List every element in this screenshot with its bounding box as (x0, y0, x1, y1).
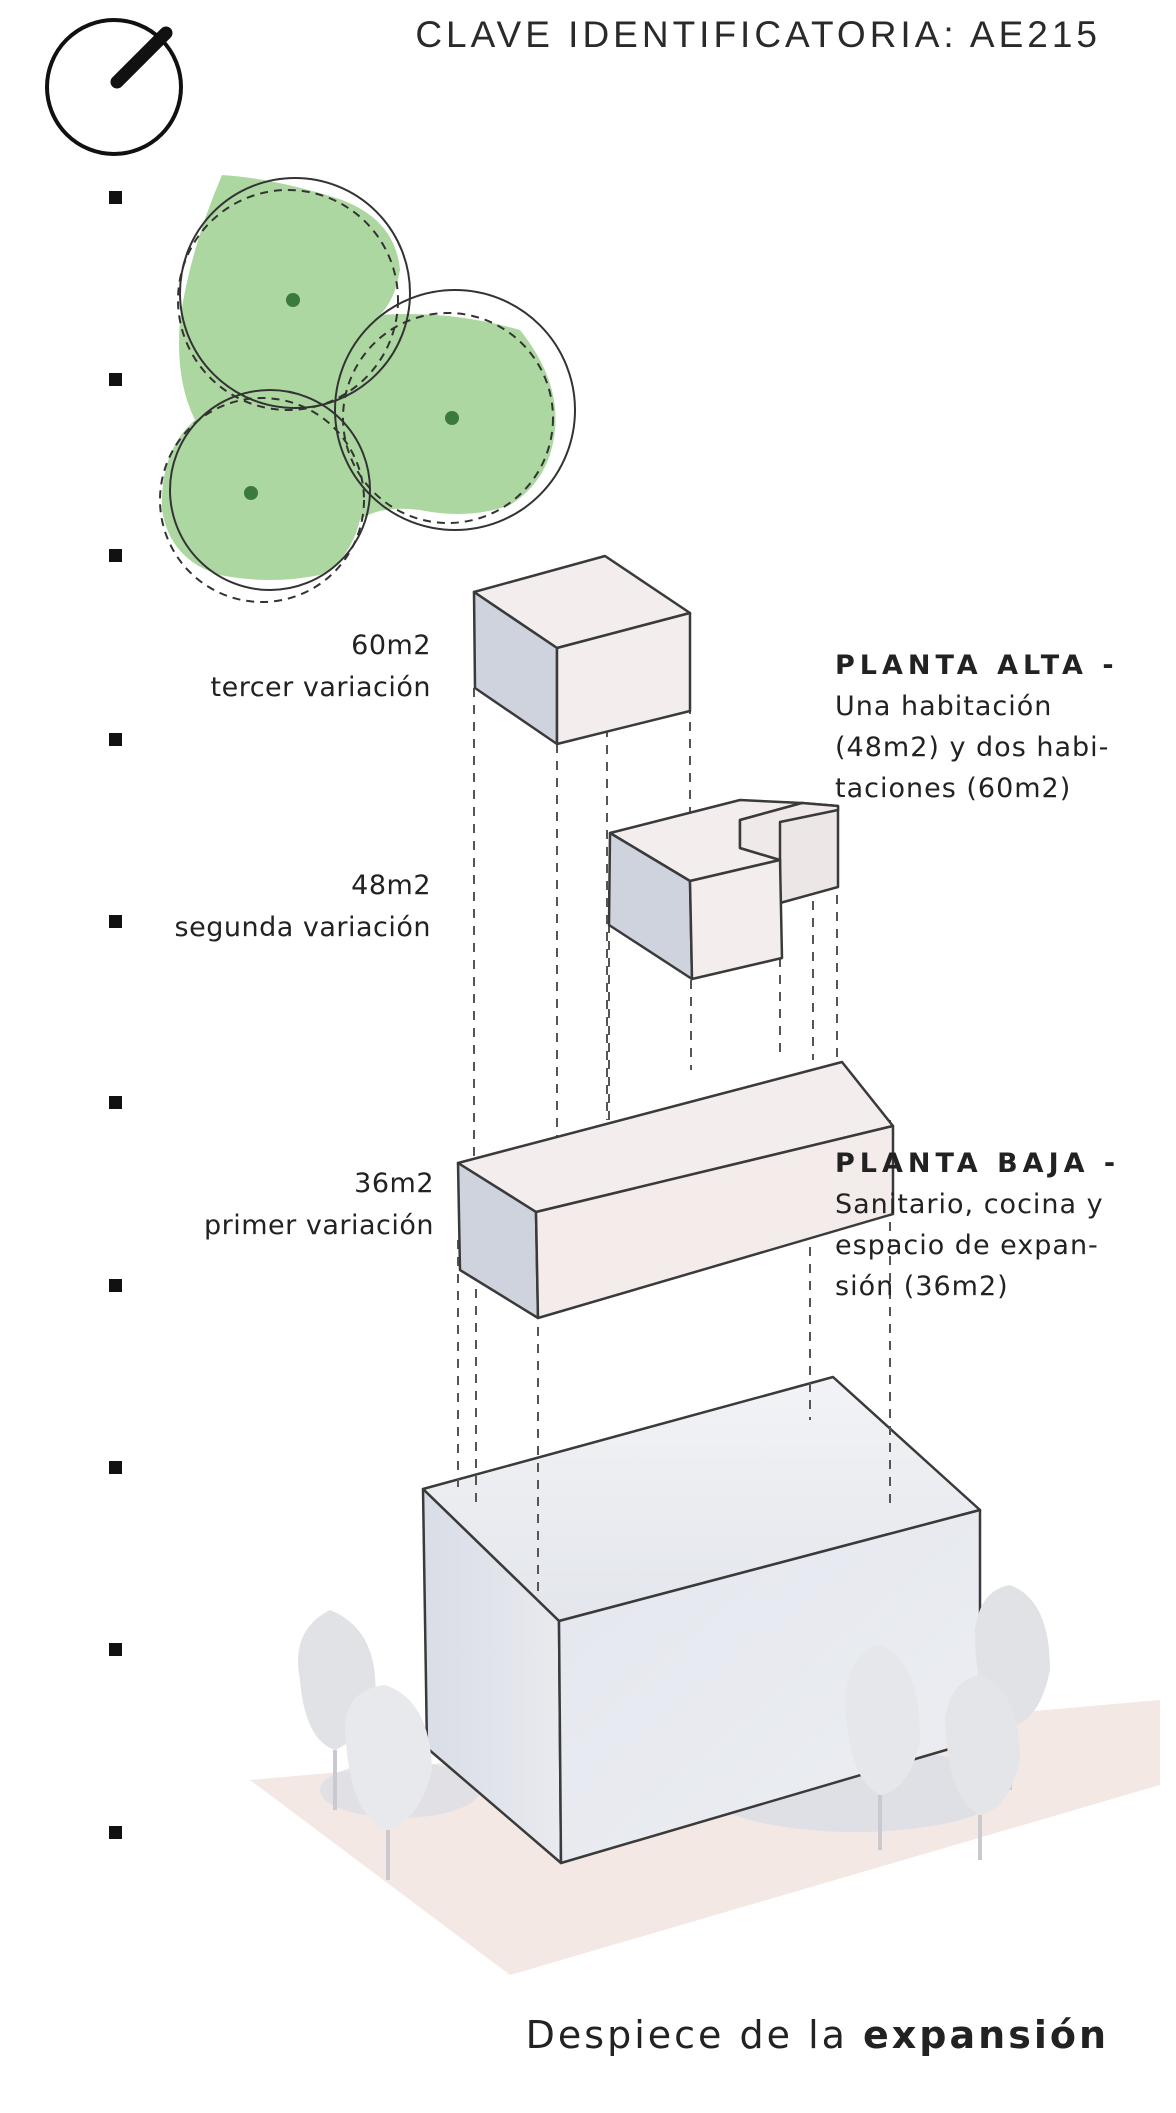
upper-floor-heading: PLANTA ALTA - (835, 650, 1119, 681)
variation-name: tercer variación (210, 672, 431, 703)
variation-name: primer variación (204, 1210, 434, 1241)
base-volume (421, 1375, 982, 1865)
upper-floor-line: taciones (60m2) (835, 773, 1072, 804)
page-title: CLAVE IDENTIFICATORIA: AE215 (415, 14, 1101, 55)
bullet-icon (109, 1643, 122, 1656)
tree-elevation-icon (298, 1585, 1050, 1880)
bullet-icon (109, 1096, 122, 1109)
bullet-icon (109, 1826, 122, 1839)
caption-prefix: Despiece de la (525, 2013, 864, 2057)
variation-36m2-label: 36m2 primer variación (204, 1163, 434, 1247)
bullet-icon (109, 1279, 122, 1292)
bullet-icon (109, 915, 122, 928)
upper-floor-description: PLANTA ALTA - Una habitación (48m2) y do… (835, 645, 1119, 809)
bullet-icon (109, 549, 122, 562)
caption-emphasis: expansión (863, 2013, 1109, 2057)
variation-area: 36m2 (354, 1168, 434, 1199)
bullet-icon (109, 733, 122, 746)
ground-floor-line: sión (36m2) (835, 1271, 1009, 1302)
bullet-icon (109, 191, 122, 204)
second-variation-block (607, 798, 840, 981)
ground-floor-description: PLANTA BAJA - Sanitario, cocina y espaci… (835, 1143, 1120, 1307)
ground-floor-heading: PLANTA BAJA - (835, 1148, 1121, 1179)
variation-area: 60m2 (351, 630, 431, 661)
ground-floor-block (456, 1060, 895, 1320)
bullet-column (109, 191, 122, 1839)
third-variation-block (472, 554, 692, 746)
diagram-caption: Despiece de la expansión (526, 2013, 1109, 2057)
upper-floor-line: Una habitación (835, 691, 1053, 722)
bullet-icon (109, 1461, 122, 1474)
tree-canopy-icon (159, 175, 576, 603)
variation-60m2-label: 60m2 tercer variación (211, 625, 432, 709)
variation-name: segunda variación (174, 912, 431, 943)
variation-area: 48m2 (351, 870, 431, 901)
ground-floor-line: espacio de expan- (835, 1230, 1099, 1261)
ground-floor-line: Sanitario, cocina y (835, 1189, 1104, 1220)
bullet-icon (109, 373, 122, 386)
upper-floor-line: (48m2) y dos habi- (835, 732, 1110, 763)
variation-48m2-label: 48m2 segunda variación (175, 865, 431, 949)
north-compass-icon (45, 18, 183, 156)
